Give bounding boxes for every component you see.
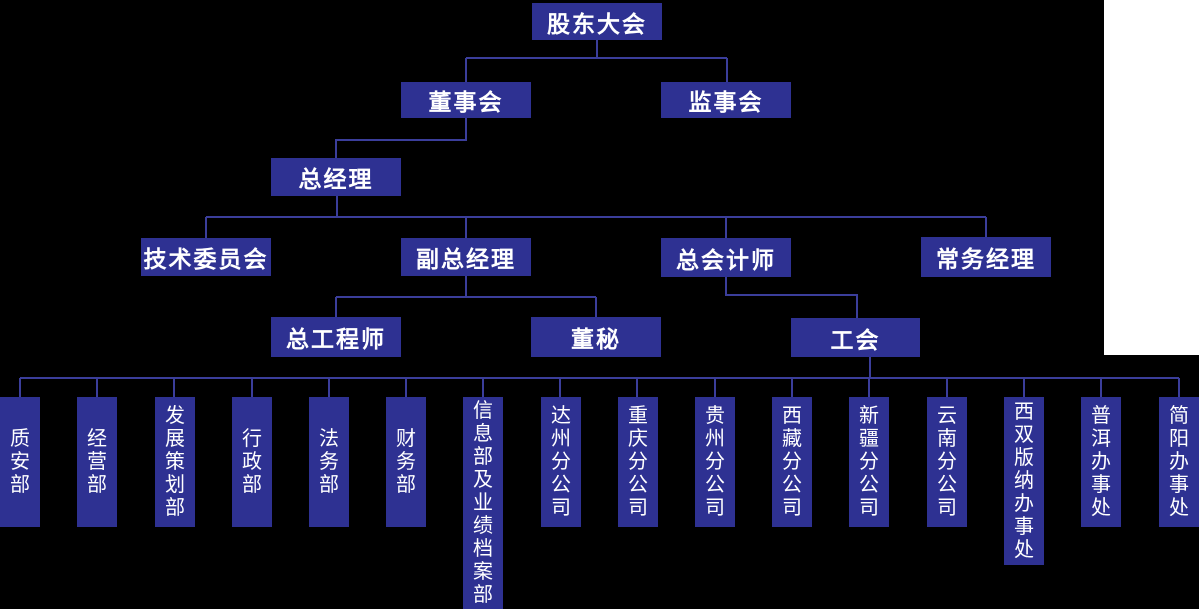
org-node-xinjiang-branch: 新 疆 分 公 司 <box>849 397 889 527</box>
org-node-board-secretary: 董秘 <box>531 317 661 357</box>
org-node-development-planning-dept: 发 展 策 划 部 <box>155 397 195 527</box>
org-node-technical-committee: 技术委员会 <box>141 238 271 276</box>
org-node-executive-manager: 常务经理 <box>921 237 1051 277</box>
org-node-xishuangbanna-office: 西 双 版 纳 办 事 处 <box>1004 397 1044 565</box>
org-node-deputy-general-manager: 副总经理 <box>401 238 531 276</box>
org-node-shareholders-meeting: 股东大会 <box>532 3 662 40</box>
org-node-supervisory-board: 监事会 <box>661 82 791 118</box>
org-node-finance-dept: 财 务 部 <box>386 397 426 527</box>
org-node-tibet-branch: 西 藏 分 公 司 <box>772 397 812 527</box>
org-node-quality-safety-dept: 质 安 部 <box>0 397 40 527</box>
org-node-administration-dept: 行 政 部 <box>232 397 272 527</box>
org-node-chief-accountant: 总会计师 <box>661 238 791 277</box>
org-node-guizhou-branch: 贵 州 分 公 司 <box>695 397 735 527</box>
org-node-chief-engineer: 总工程师 <box>271 317 401 357</box>
org-node-puer-office: 普 洱 办 事 处 <box>1081 397 1121 527</box>
org-node-jianyang-office: 简 阳 办 事 处 <box>1159 397 1199 527</box>
org-node-yunnan-branch: 云 南 分 公 司 <box>927 397 967 527</box>
org-node-operations-dept: 经 营 部 <box>77 397 117 527</box>
connector-line <box>725 277 858 318</box>
org-node-chongqing-branch: 重 庆 分 公 司 <box>618 397 658 527</box>
connector-line <box>335 118 467 158</box>
white-panel <box>1104 0 1199 355</box>
org-node-board-of-directors: 董事会 <box>401 82 531 118</box>
org-node-labor-union: 工会 <box>791 318 920 357</box>
org-node-general-manager: 总经理 <box>271 158 401 196</box>
org-node-info-performance-archives-dept: 信 息 部 及 业 绩 档 案 部 <box>463 397 503 609</box>
org-node-dazhou-branch: 达 州 分 公 司 <box>541 397 581 527</box>
org-node-legal-dept: 法 务 部 <box>309 397 349 527</box>
